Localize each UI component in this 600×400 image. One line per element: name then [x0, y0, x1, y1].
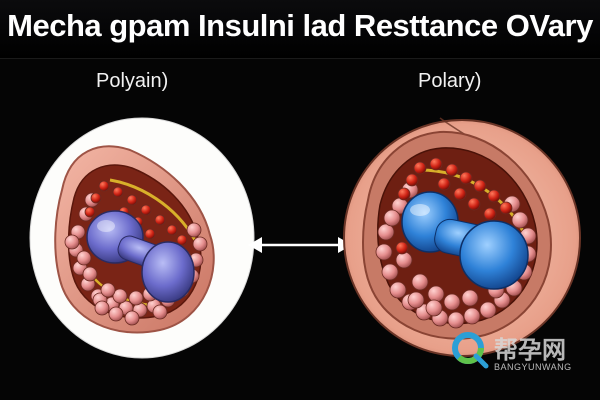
cell-red	[166, 224, 178, 236]
cell-pink	[425, 299, 443, 317]
cell-pink	[124, 310, 140, 326]
cell-pink	[100, 282, 116, 298]
cell-red	[84, 206, 96, 218]
cell-red	[98, 180, 110, 192]
panel-label-left: Polyain)	[96, 70, 169, 92]
watermark-logo-icon	[452, 332, 489, 369]
cell-pink	[152, 304, 168, 320]
left-ovary	[29, 117, 255, 359]
cell-red	[413, 161, 427, 175]
cell-red	[144, 228, 156, 240]
watermark-en: BANGYUNWANG	[494, 362, 572, 372]
cell-red	[483, 207, 497, 221]
cell-pink	[108, 306, 124, 322]
cell-pink	[447, 311, 465, 329]
cell-pink	[377, 223, 395, 241]
cell-red	[473, 179, 487, 193]
cell-pink	[186, 222, 202, 238]
cell-pink	[411, 273, 429, 291]
cell-red	[397, 187, 411, 201]
follicle-left	[86, 210, 195, 303]
double-arrow-icon	[248, 237, 352, 253]
cell-red	[154, 214, 166, 226]
cell-red	[405, 173, 419, 187]
cell-pink	[511, 211, 529, 229]
cell-pink	[479, 301, 497, 319]
cell-red	[445, 163, 459, 177]
cell-red	[90, 192, 102, 204]
cell-pink	[76, 250, 92, 266]
cell-pink	[128, 290, 144, 306]
cell-pink	[427, 285, 445, 303]
cell-pink	[82, 266, 98, 282]
cell-pink	[94, 300, 110, 316]
page-title: Mecha gpam Insulni lad Resttance OVary	[7, 8, 593, 43]
cell-pink	[112, 288, 128, 304]
cell-pink	[407, 291, 425, 309]
cell-pink	[463, 307, 481, 325]
cell-pink	[383, 209, 401, 227]
cell-pink	[375, 243, 393, 261]
cell-red	[487, 189, 501, 203]
cell-red	[459, 171, 473, 185]
cell-pink	[395, 251, 413, 269]
cell-red	[429, 157, 443, 171]
panel-label-right: Polary)	[418, 70, 482, 92]
cell-red	[395, 241, 409, 255]
title-bar: Mecha gpam Insulni lad Resttance OVary	[0, 0, 600, 59]
cell-pink	[381, 263, 399, 281]
cell-red	[112, 186, 124, 198]
follicle-right	[401, 191, 529, 290]
cell-red	[437, 177, 451, 191]
watermark-cn: 帮孕网	[494, 336, 566, 364]
right-ovary	[343, 117, 581, 357]
cell-red	[126, 194, 138, 206]
watermark: 帮孕网 BANGYUNWANG	[450, 330, 590, 380]
cell-pink	[64, 234, 80, 250]
cell-red	[140, 204, 152, 216]
cell-pink	[443, 293, 461, 311]
cell-red	[467, 197, 481, 211]
cell-red	[499, 201, 513, 215]
cell-pink	[461, 289, 479, 307]
cell-red	[453, 187, 467, 201]
cell-red	[176, 234, 188, 246]
cell-pink	[389, 281, 407, 299]
cell-pink	[192, 236, 208, 252]
